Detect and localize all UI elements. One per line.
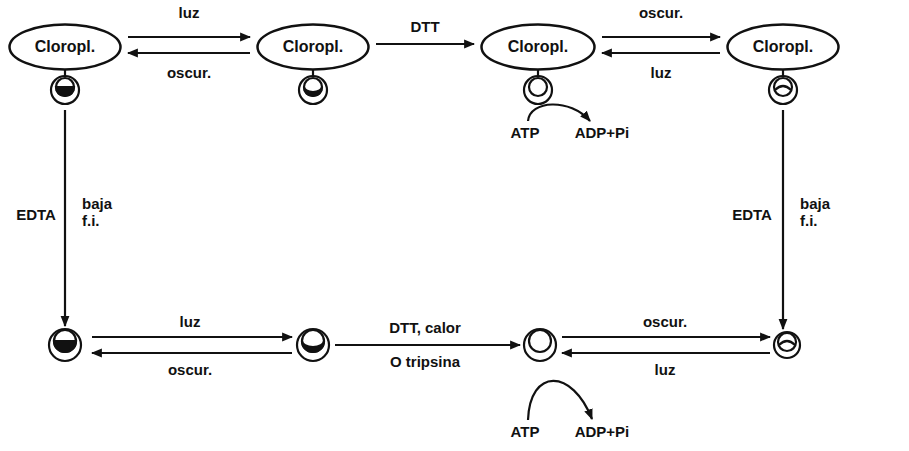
reaction-arrow [92,352,292,354]
chloroplast-node: Cloropl. [726,23,840,71]
node-label: Cloropl. [508,38,568,56]
annotation-label: ATP [509,124,542,141]
reaction-arrow [562,352,770,354]
chloroplast-ellipse [258,25,369,70]
coupling-factor-symbol [774,332,800,358]
annotation-label: luz [178,313,203,330]
coupling-factor-symbol [297,329,329,361]
treatment-arrow [64,110,66,326]
coupling-factor-symbol [524,329,556,361]
state-transition-arrow [376,43,474,45]
node-label: Cloropl. [283,38,343,56]
state-transition-arrow [128,52,250,54]
annotation-label: oscur. [166,361,214,378]
chloroplast-node: Cloropl. [480,23,596,71]
annotation-label: ADP+Pi [573,124,632,141]
edge-label: luz [177,4,202,21]
coupling-factor-symbol [524,70,552,104]
chloroplast-ellipse [10,25,121,70]
treatment-arrow [782,110,784,329]
annotation-label: luz [653,361,678,378]
edge-label: luz [649,64,674,81]
annotation-label: DTT, calor [387,319,463,336]
annotation-label: baja f.i. [798,195,832,230]
state-transition-arrow [602,36,720,38]
edge-label: oscur. [165,64,213,81]
hydrolysis-arc [528,104,590,121]
annotation-label: ATP [509,423,542,440]
edge-label: oscur. [637,4,685,21]
reaction-arrow [335,344,520,346]
chloroplast-node: Cloropl. [256,23,370,71]
state-transition-arrow [602,52,720,54]
node-label: Cloropl. [35,38,95,56]
reaction-arrow [562,336,770,338]
annotation-label: baja f.i. [80,195,114,230]
edge-label: DTT [408,18,441,35]
coupling-factor-symbol [49,329,81,361]
hydrolysis-arc [528,381,592,420]
node-label: Cloropl. [753,38,813,56]
coupling-factor-symbol [51,70,79,104]
chloroplast-ellipse [728,25,839,70]
annotation-label: EDTA [730,206,774,223]
state-transition-arrow [128,36,250,38]
coupling-factor-symbol [299,70,327,104]
reaction-arrow [92,336,292,338]
annotation-label: ADP+Pi [573,423,632,440]
annotation-label: EDTA [14,206,58,223]
chloroplast-node: Cloropl. [8,23,122,71]
annotation-label: oscur. [641,313,689,330]
chloroplast-ellipse [482,25,595,70]
annotation-label: O tripsina [388,353,462,370]
coupling-factor-symbol [769,70,797,104]
